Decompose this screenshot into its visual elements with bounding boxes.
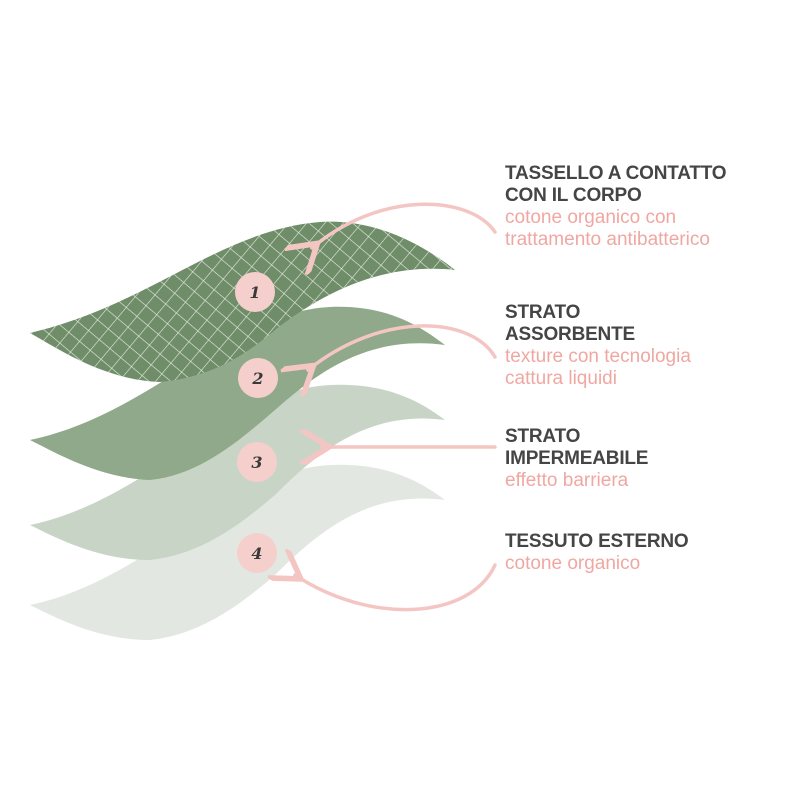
svg-text:3: 3: [251, 453, 262, 472]
layer-4-label: TESSUTO ESTERNO cotone organico: [505, 531, 689, 575]
layer-1-description: cotone organico con trattamento antibatt…: [505, 207, 710, 250]
layer-3-description: effetto barriera: [505, 470, 629, 491]
layer-4-description: cotone organico: [505, 553, 641, 574]
number-badge-4: 4: [237, 533, 277, 573]
arrows: [295, 202, 497, 612]
layer-1-title: TASSELLO A CONTATTO CON IL CORPO: [505, 163, 727, 206]
layer-1-label: TASSELLO A CONTATTO CON IL CORPO cotone …: [505, 163, 727, 251]
arrow-1: [312, 202, 497, 248]
layer-2-description: texture con tecnologia cattura liquidi: [505, 346, 691, 389]
layer-4-title: TESSUTO ESTERNO: [505, 531, 689, 552]
layer-2-fabric: [30, 306, 445, 480]
layer-3-label: STRATO IMPERMEABILE effetto barriera: [505, 426, 648, 492]
arrow-2: [308, 324, 497, 370]
svg-text:1: 1: [249, 283, 260, 302]
number-badge-2: 2: [238, 358, 278, 398]
number-badge-3: 3: [237, 442, 277, 482]
number-badge-1: 1: [235, 272, 275, 312]
svg-text:4: 4: [251, 544, 262, 563]
arrow-4: [295, 565, 497, 612]
layer-3-fabric: [30, 384, 445, 560]
svg-text:2: 2: [251, 369, 263, 388]
layer-3-title: STRATO IMPERMEABILE: [505, 426, 649, 469]
layer-2-title: STRATO ASSORBENTE: [505, 302, 635, 345]
layer-2-label: STRATO ASSORBENTE texture con tecnologia…: [505, 302, 691, 390]
